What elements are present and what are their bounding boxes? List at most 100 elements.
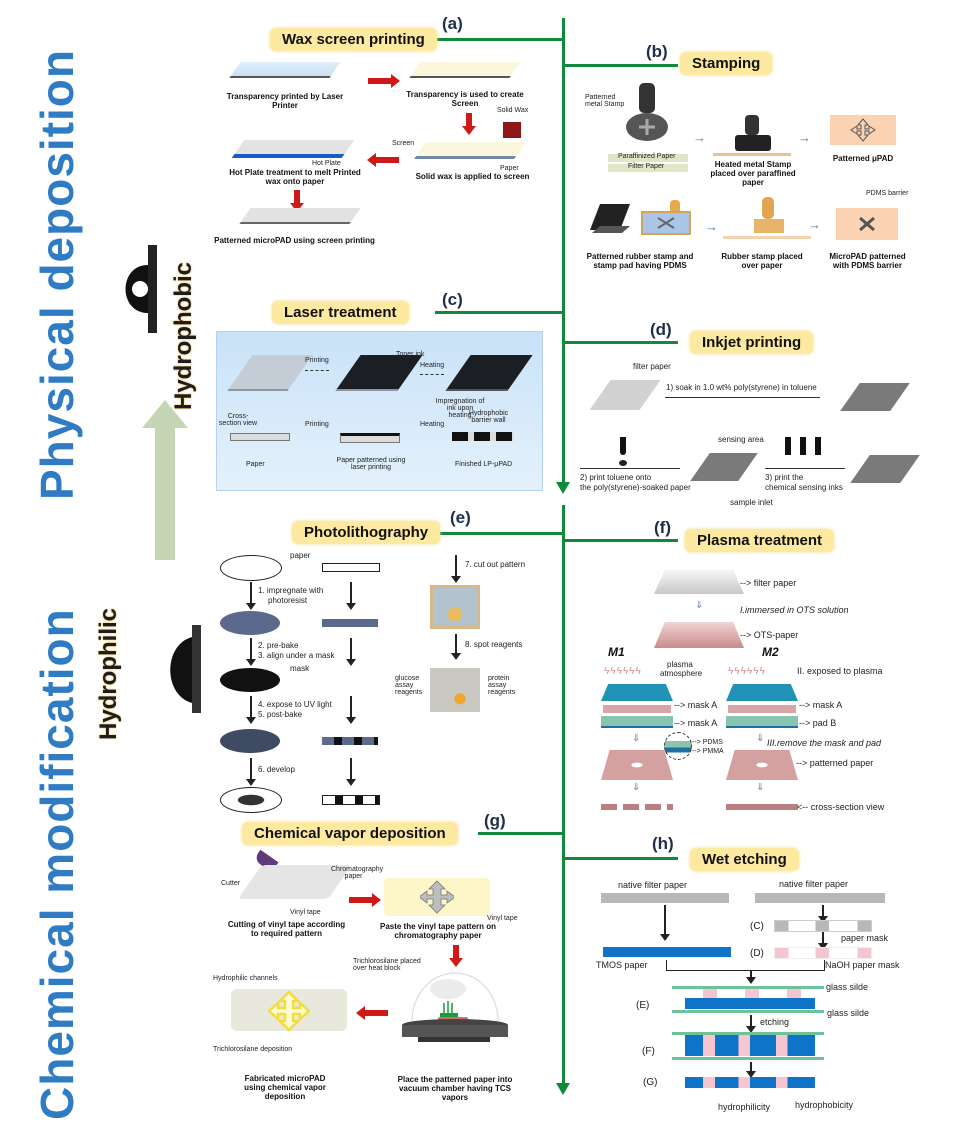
label-c: (C) [750, 921, 764, 932]
caption-g-paste: Paste the vinyl tape pattern on chromato… [379, 922, 497, 941]
label-heating-2: Heating [420, 421, 445, 428]
panel-f-letter: (f) [654, 518, 671, 537]
label-hydrophilic-channels: Hydrophilic channels [213, 975, 278, 982]
label-patterned-metal-stamp: Patterned metal Stamp [585, 94, 625, 108]
label-tmos: TMOS paper [596, 960, 648, 970]
label-inkjet-step1: 1) soak in 1.0 wt% poly(styrene) in tolu… [666, 383, 817, 392]
vinyl-tape-cross-icon [418, 880, 456, 914]
blue-arrow-right: → [693, 130, 706, 145]
label-paper: Paper [500, 165, 519, 172]
patterned-upad-square [830, 115, 896, 145]
micropad-pdms-square [836, 208, 898, 240]
caption-a-step3: Solid wax is applied to screen [415, 172, 530, 181]
inkjet-final-paper [850, 455, 920, 483]
axis-top-arrowhead [556, 482, 570, 494]
caption-a-step5: Patterned microPAD using screen printing [214, 236, 375, 245]
inkjet-nozzle-3 [800, 437, 806, 455]
label-atmosphere: atmosphere [660, 669, 703, 678]
panel-b-letter: (b) [646, 42, 668, 61]
red-arrow-right-g [349, 893, 381, 907]
right-pad-b [726, 716, 798, 728]
plasma-bolts-left: ϟϟϟϟϟϟ [604, 666, 642, 677]
label-pdms-barrier: PDMS barrier [866, 190, 909, 197]
inkjet-sensing-paper [690, 453, 758, 481]
dashed-arrow-2 [420, 374, 444, 375]
paper-under-stamp [723, 236, 811, 239]
mask-pillars-e [703, 989, 803, 998]
native-paper-bar-2 [755, 893, 885, 903]
panel-b-title: Stamping [680, 52, 773, 75]
inkjet-nozzle-1 [620, 437, 626, 455]
label-trichlorosilane-heat: Trichlorosilane placed over heat block [353, 958, 421, 972]
label-cross-section: Cross-section view [218, 413, 258, 427]
right-patterned-paper [726, 750, 798, 780]
label-naoh: NaOH paper mask [825, 960, 900, 970]
photolith-paper-rect [322, 563, 380, 572]
hydrophobic-label: Hydrophobic [170, 262, 197, 410]
panel-a-letter: (a) [442, 14, 463, 33]
hydrophilic-cross-icon [267, 990, 311, 1032]
label-f-cross-section: <-- cross-section view [797, 802, 885, 812]
panel-f-title: Plasma treatment [685, 529, 835, 552]
connector-b [563, 64, 678, 67]
plasma-arrow-2: ⇓ [632, 733, 641, 744]
panel-h-letter: (h) [652, 834, 674, 853]
red-arrow-down-2 [290, 190, 304, 212]
label-f-mask-a2: --> mask A [674, 718, 718, 728]
caption-g-chamber: Place the patterned paper into vacuum ch… [397, 1075, 513, 1103]
label-solid-wax: Solid Wax [497, 107, 529, 114]
photolith-exposed-rect [322, 737, 378, 745]
wet-arrow-5 [746, 1015, 756, 1033]
metal-stamp-icon [625, 83, 670, 143]
screen-on-paper [414, 142, 526, 159]
label-barrier-wall: Hydrophobic barrier wall [468, 410, 509, 424]
cross-section-finished [452, 432, 514, 441]
photolith-resist-rect [322, 619, 378, 627]
plasma-ots-paper [654, 622, 744, 648]
inkjet-arrow-2 [580, 468, 680, 469]
photolith-paper-ellipse [220, 555, 282, 581]
caption-a-step1: Transparency printed by Laser Printer [226, 92, 344, 111]
inkjet-nozzle-4 [815, 437, 821, 455]
inkjet-arrow-1 [665, 397, 820, 398]
label-e: (E) [636, 1000, 650, 1011]
label-f-ots-paper: --> OTS-paper [740, 630, 799, 640]
tmos-bar-e [685, 998, 815, 1009]
hot-plate-sheet [231, 140, 355, 158]
photolith-arrow-3b [346, 696, 356, 724]
filter-paper-strip [608, 164, 688, 172]
label-e-step8: 8. spot reagents [465, 640, 523, 649]
panel-c-title: Laser treatment [272, 301, 409, 324]
heated-stamp-icon [733, 115, 773, 153]
label-printing-1: Printing [305, 357, 329, 364]
label-tcs-deposition: Trichlorosilane deposition [213, 1046, 293, 1053]
photolith-cut-pattern [430, 585, 480, 629]
label-glucose: glucose assay reagents [395, 675, 423, 696]
label-etching: etching [760, 1017, 790, 1027]
label-f-mask-a1: --> mask A [674, 700, 718, 710]
wet-arrow-4 [746, 970, 756, 984]
label-native-2: native filter paper [779, 879, 849, 889]
panel-d-letter: (d) [650, 320, 672, 339]
red-arrow-left [367, 153, 399, 167]
stamp-pad-icon [586, 200, 631, 235]
panel-a-title: Wax screen printing [270, 28, 437, 51]
label-paper-c: Paper [246, 461, 265, 468]
label-finished: Finished LP-μPAD [455, 461, 513, 468]
final-bar-g [685, 1077, 815, 1088]
label-glass-2: glass silde [827, 1008, 870, 1018]
red-arrow-left-g [356, 1006, 388, 1020]
caption-g-fabricated: Fabricated microPAD using chemical vapor… [244, 1074, 326, 1102]
photolith-resist-ellipse [220, 611, 280, 635]
left-patterned-paper [601, 750, 673, 780]
right-paper-layer [728, 705, 796, 713]
label-filter-paper: Filter Paper [628, 163, 665, 170]
vacuum-chamber-icon [400, 965, 510, 1043]
photolith-arrow-4 [246, 758, 256, 786]
right-cross-section [726, 804, 798, 810]
label-mask: mask [290, 664, 310, 673]
label-e-step4: 4. expose to UV light [258, 700, 332, 709]
caption-b-micropad-pdms: MicroPAD patterned with PDMS barrier [829, 252, 906, 271]
wet-arrow-6 [746, 1062, 756, 1078]
panel-e-title: Photolithography [292, 521, 441, 544]
